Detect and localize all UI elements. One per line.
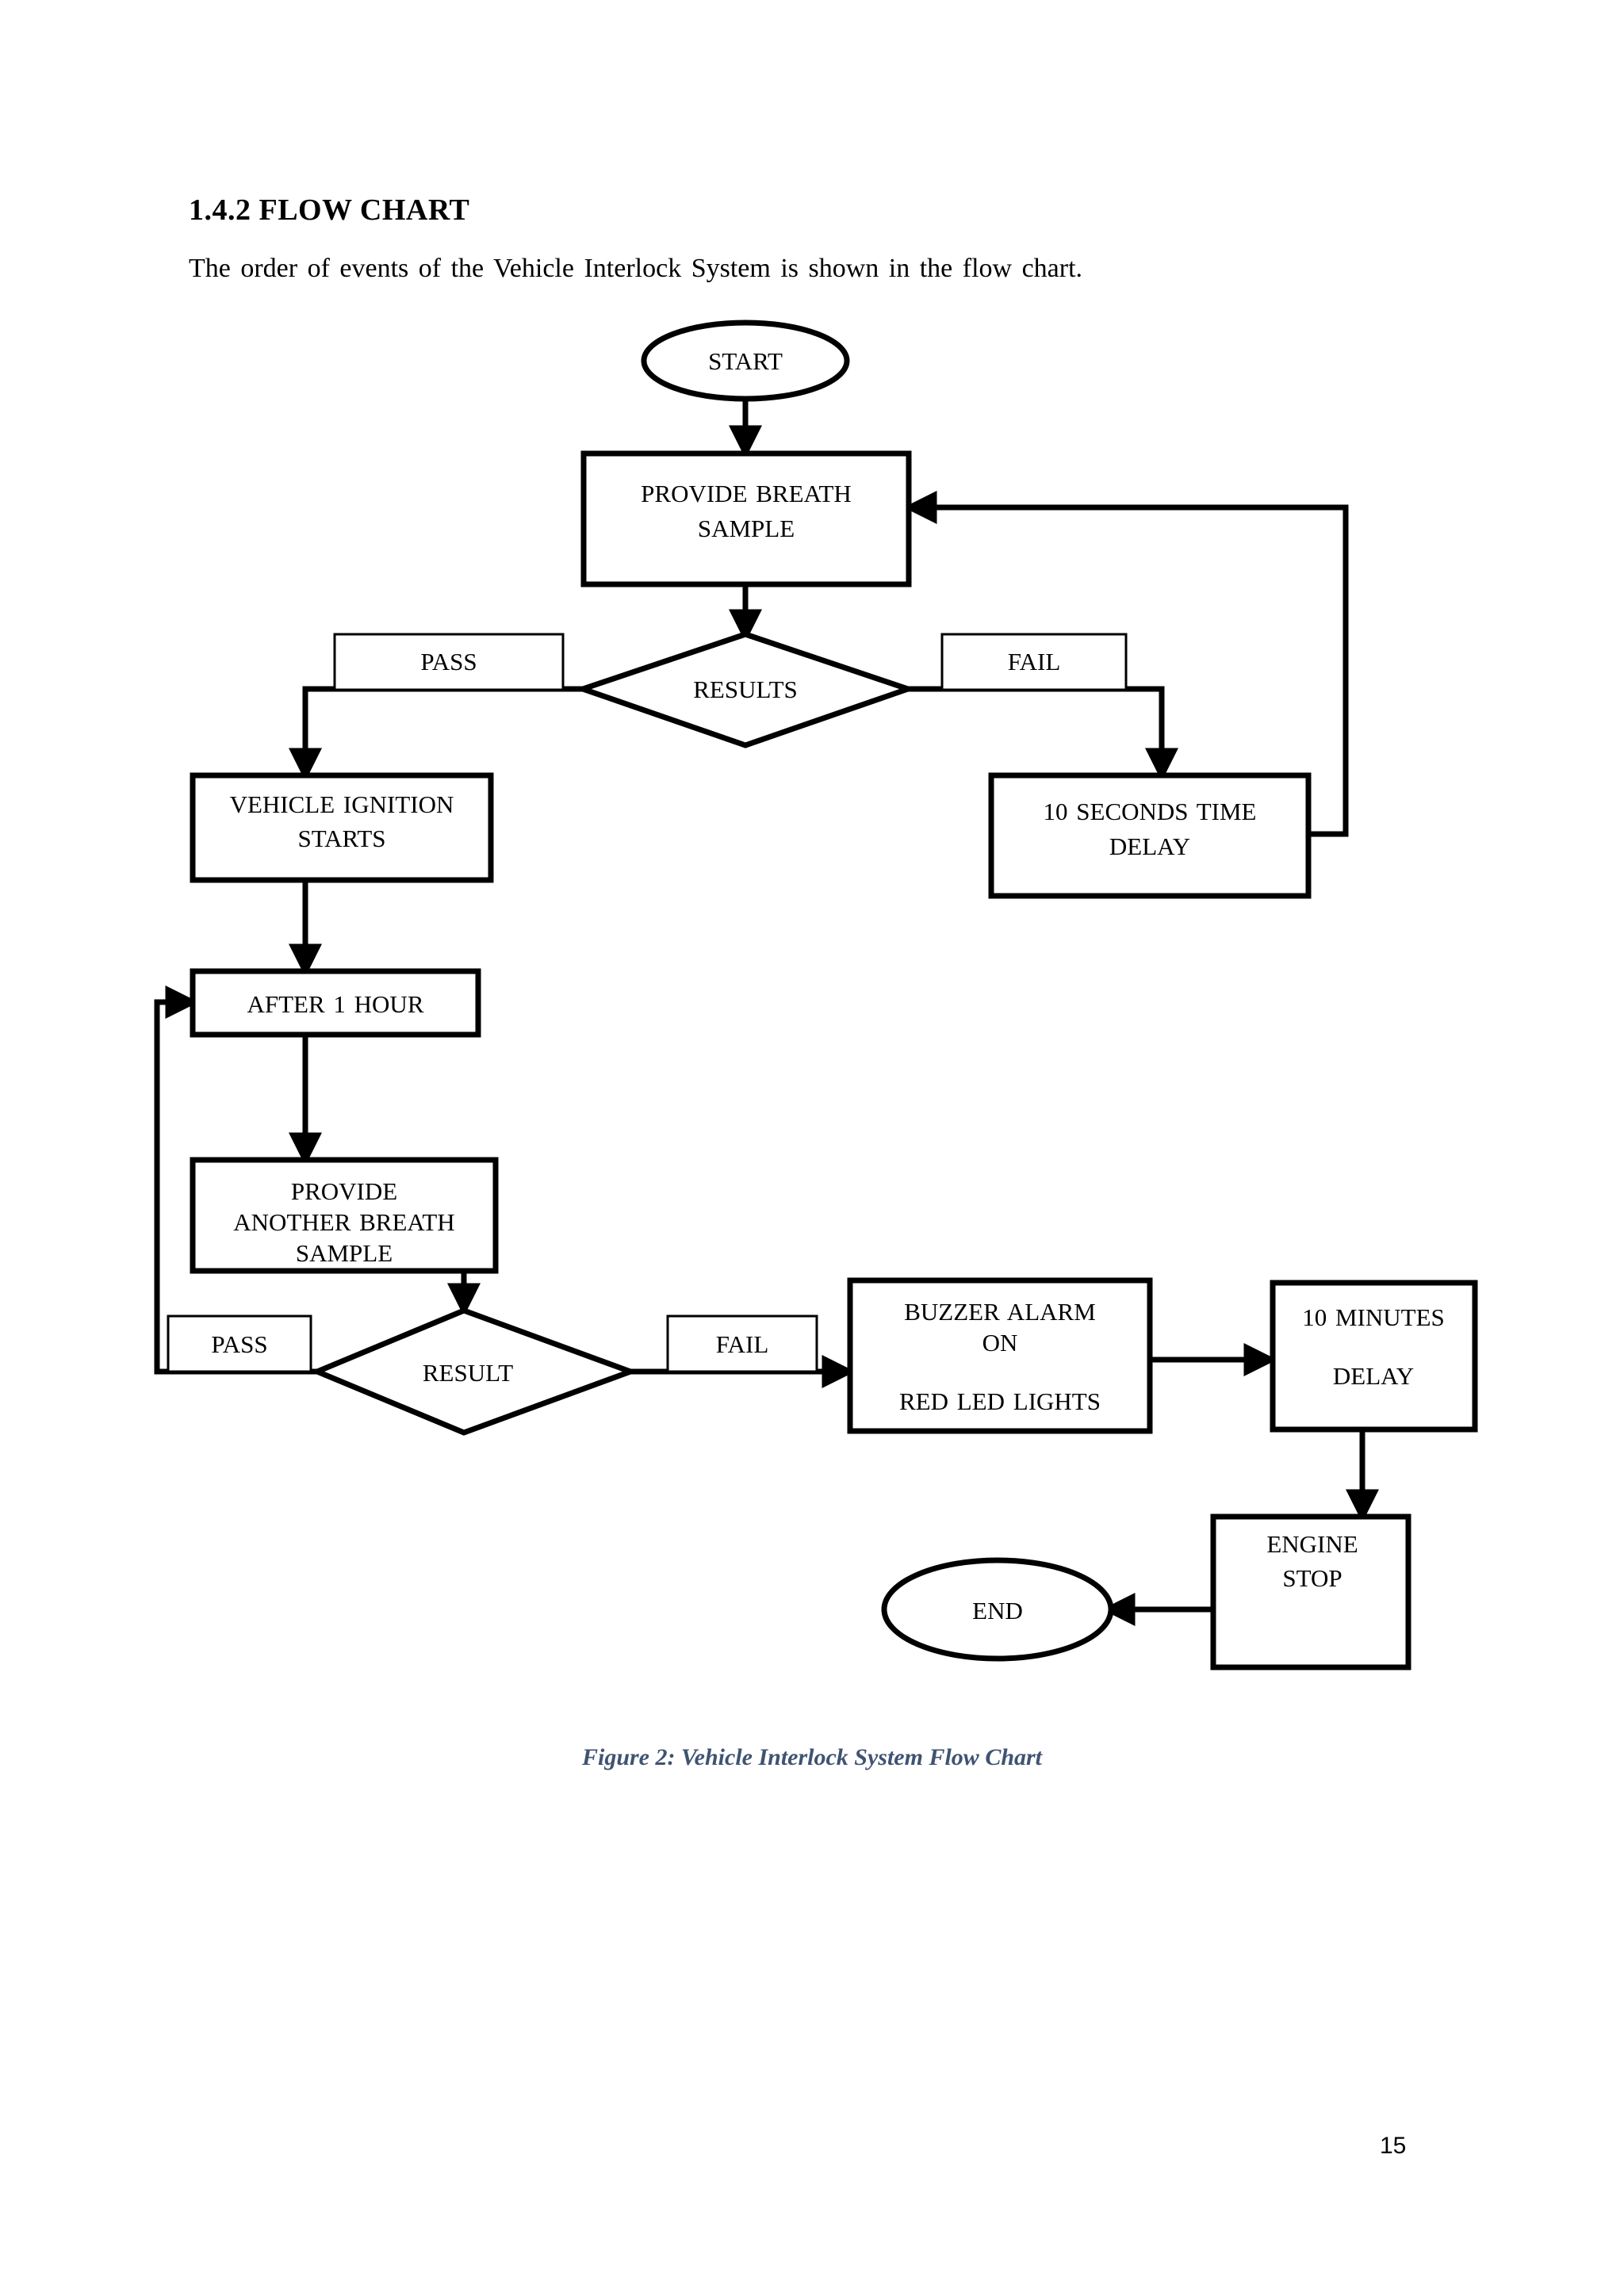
node-buzzer-alarm-line1: BUZZER ALARM (904, 1298, 1096, 1326)
node-engine-stop-line2: STOP (1282, 1564, 1342, 1592)
node-provide-another-breath-sample-line1: PROVIDE (291, 1177, 397, 1205)
node-start-label: START (708, 347, 783, 375)
node-vehicle-ignition-starts-line1: VEHICLE IGNITION (230, 790, 454, 818)
page-number: 15 (1380, 2133, 1407, 2159)
node-10-minutes-delay[interactable]: 10 MINUTES DELAY (1270, 1280, 1478, 1433)
edge-label-fail-result: FAIL (666, 1314, 818, 1373)
node-provide-breath-sample-line2: SAMPLE (698, 515, 795, 542)
edge-label-pass-results-text: PASS (420, 648, 477, 675)
node-result-decision[interactable]: RESULT (309, 1307, 639, 1436)
node-10-minutes-delay-line2: DELAY (1333, 1362, 1414, 1390)
node-result-decision-label: RESULT (423, 1359, 513, 1387)
node-10-seconds-time-delay-line1: 10 SECONDS TIME (1044, 798, 1257, 825)
node-10-minutes-delay-line1: 10 MINUTES (1302, 1303, 1445, 1331)
edge-label-fail-result-text: FAIL (716, 1330, 769, 1358)
node-results-decision-label: RESULTS (693, 675, 798, 703)
node-engine-stop-line1: ENGINE (1266, 1530, 1358, 1558)
node-buzzer-alarm-line2: ON (982, 1329, 1018, 1357)
edge-label-fail-results-text: FAIL (1008, 648, 1061, 675)
node-end[interactable]: END (881, 1557, 1114, 1662)
node-after-1-hour-label: AFTER 1 HOUR (247, 990, 423, 1018)
node-provide-another-breath-sample-line3: SAMPLE (296, 1239, 393, 1267)
edge-label-fail-results: FAIL (940, 633, 1128, 691)
edge-label-pass-result: PASS (167, 1314, 312, 1373)
node-vehicle-ignition-starts[interactable]: VEHICLE IGNITION STARTS (190, 772, 494, 883)
edge-result-pass-to-after1hour-loop (154, 985, 317, 1375)
edge-results-fail-to-delay10s (908, 686, 1178, 782)
node-10-seconds-time-delay-line2: DELAY (1109, 832, 1190, 860)
intro-paragraph: The order of events of the Vehicle Inter… (189, 254, 1083, 283)
node-10-seconds-time-delay[interactable]: 10 SECONDS TIME DELAY (988, 772, 1312, 899)
node-engine-stop[interactable]: ENGINE STOP (1210, 1513, 1411, 1670)
node-buzzer-alarm-line3: RED LED LIGHTS (899, 1387, 1101, 1415)
node-results-decision[interactable]: RESULTS (574, 631, 917, 748)
node-provide-another-breath-sample[interactable]: PROVIDE ANOTHER BREATH SAMPLE (190, 1157, 499, 1274)
node-buzzer-alarm[interactable]: BUZZER ALARM ON RED LED LIGHTS (847, 1277, 1153, 1434)
node-after-1-hour[interactable]: AFTER 1 HOUR (190, 968, 481, 1038)
edge-label-pass-results: PASS (333, 633, 565, 691)
node-vehicle-ignition-starts-line2: STARTS (297, 825, 385, 852)
edge-results-pass-to-ignition (289, 686, 583, 782)
figure-caption: Figure 2: Vehicle Interlock System Flow … (581, 1744, 1043, 1770)
node-provide-breath-sample-line1: PROVIDE BREATH (641, 480, 852, 507)
node-end-label: END (972, 1597, 1023, 1624)
node-start[interactable]: START (641, 320, 850, 402)
node-provide-another-breath-sample-line2: ANOTHER BREATH (233, 1208, 454, 1236)
node-provide-breath-sample[interactable]: PROVIDE BREATH SAMPLE (580, 450, 912, 587)
edge-delay10s-to-provide-breath-loop (903, 491, 1349, 837)
page-title: 1.4.2 FLOW CHART (189, 193, 470, 227)
edge-label-pass-result-text: PASS (211, 1330, 267, 1358)
